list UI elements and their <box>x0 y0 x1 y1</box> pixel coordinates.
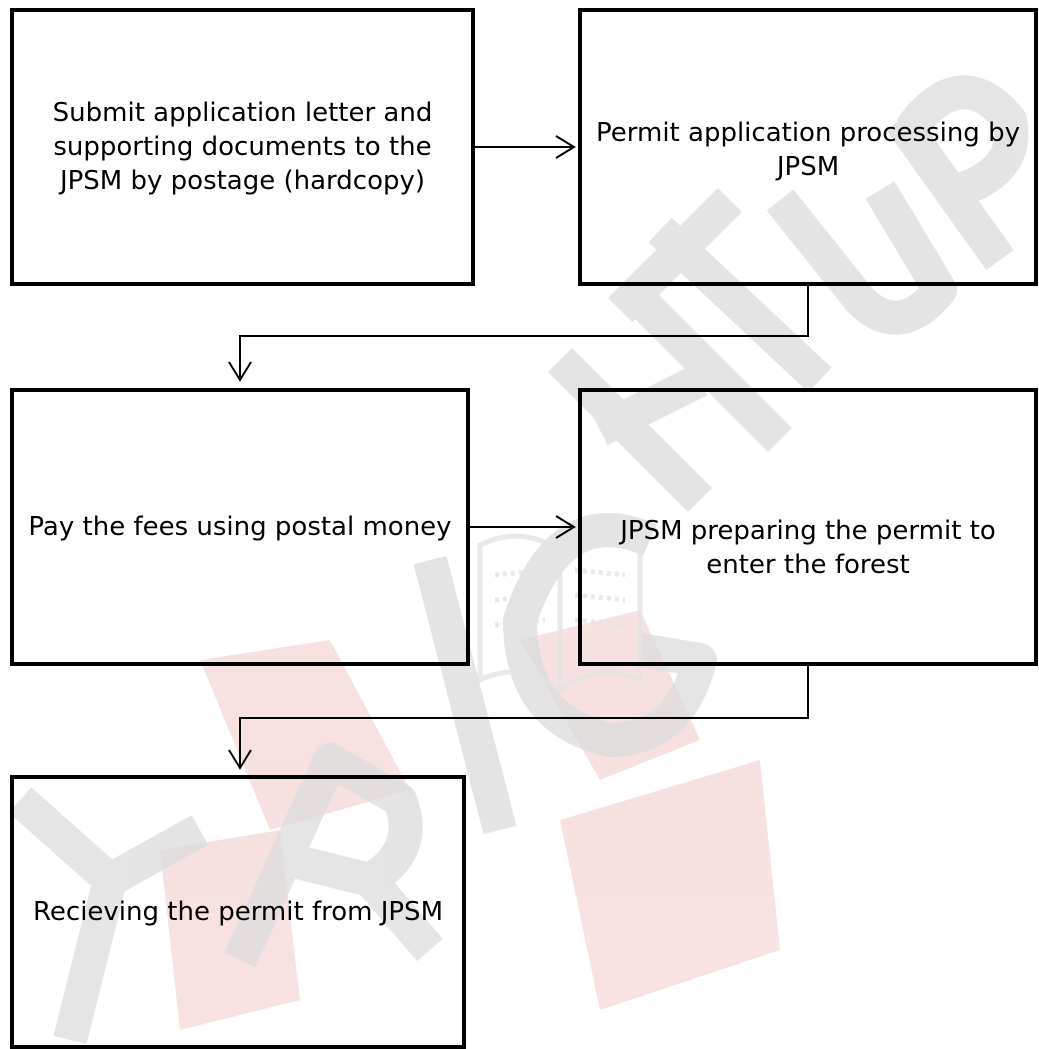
arrow-step2-to-step3 <box>228 286 809 382</box>
arrow-step3-to-step4 <box>470 515 576 539</box>
step-receiving-permit-text: Recieving the permit from JPSM <box>33 897 443 927</box>
step-pay-fees-text: Pay the fees using postal money <box>28 512 452 542</box>
step-submit-application-text: Submit application letter and supporting… <box>52 98 433 196</box>
step-receiving-permit-box: Recieving the permit from JPSM <box>10 775 466 1049</box>
step-submit-application-box: Submit application letter and supporting… <box>10 8 475 286</box>
step-preparing-permit-box: JPSM preparing the permit to enter the f… <box>578 388 1038 666</box>
step-pay-fees-box: Pay the fees using postal money <box>10 388 470 666</box>
arrow-step4-to-step5 <box>228 666 809 770</box>
step-permit-processing-box: Permit application processing by JPSM <box>578 8 1038 286</box>
arrow-step1-to-step2 <box>475 135 576 159</box>
step-preparing-permit-text: JPSM preparing the permit to enter the f… <box>620 516 996 580</box>
step-permit-processing-text: Permit application processing by JPSM <box>596 118 1020 182</box>
